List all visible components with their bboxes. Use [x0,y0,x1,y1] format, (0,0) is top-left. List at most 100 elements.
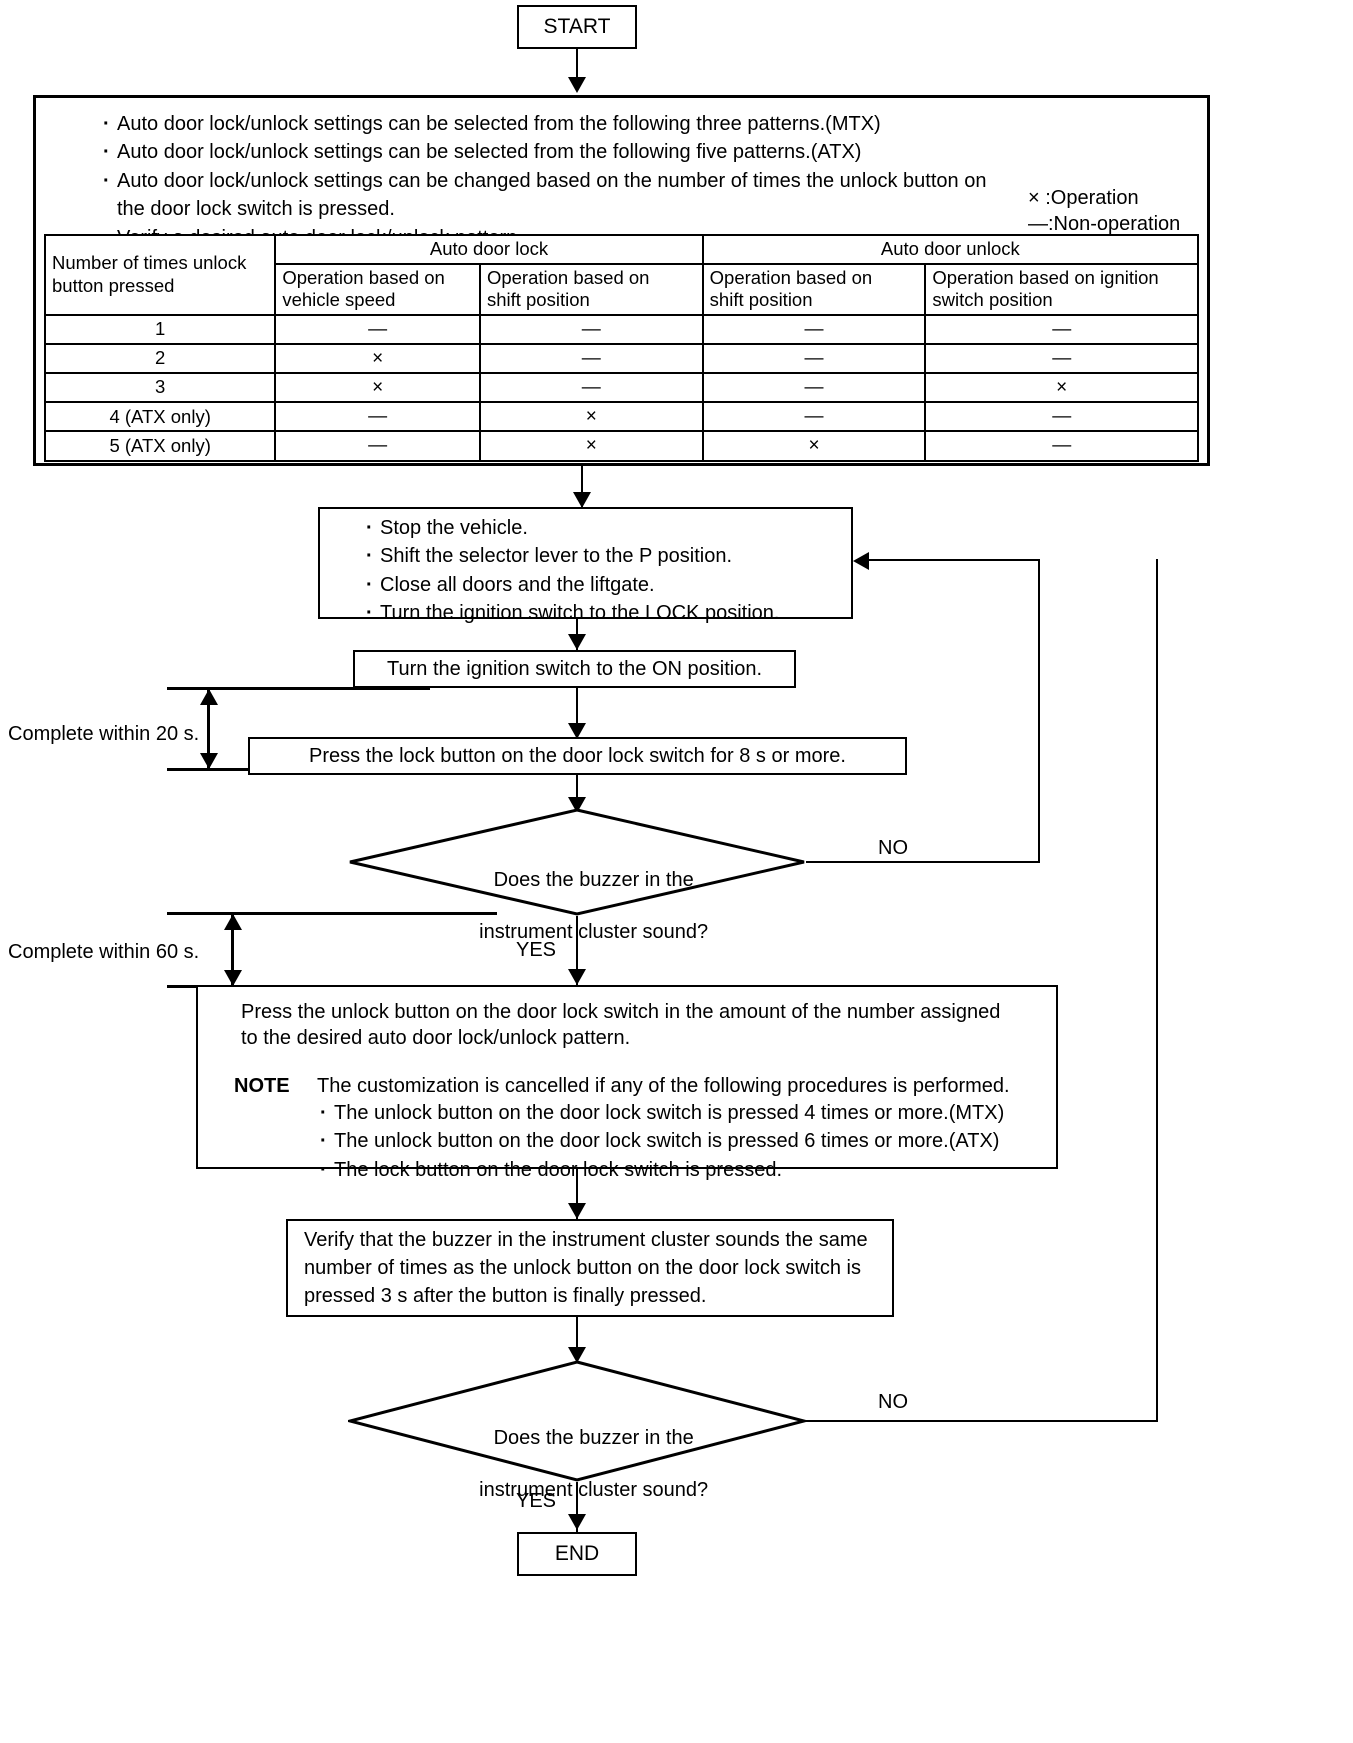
intro-bullet-list: Auto door lock/unlock settings can be se… [103,110,1103,252]
table-row: 4 (ATX only) — × — — [43,401,1199,433]
verify-line3: pressed 3 s after the button is finally … [304,1285,707,1307]
prepare-bullet-2: Shift the selector lever to the P positi… [380,545,733,568]
prepare-bullet-3: Close all doors and the liftgate. [380,573,655,596]
table-col-header-2: Operation based on shift position [478,262,704,316]
table-cell: — [924,430,1199,462]
table-cell: — [924,401,1199,433]
note-bullet-1: The unlock button on the door lock switc… [334,1102,1005,1124]
note-keyword: NOTE [234,1075,290,1097]
table-cell: — [274,313,481,345]
timer20-arrowhead-up [200,689,218,705]
table-header-row-1: Number of times unlock button pressed Au… [43,234,1200,316]
intro-bullet-3-cont: the door lock switch is pressed. [117,198,395,221]
table-cell: — [701,372,927,404]
table-cell: — [701,342,927,375]
decision1-no-line [806,861,1040,863]
decision1-no-riser [1038,559,1040,863]
decision-buzzer-1-text: Does the buzzer in the instrument cluste… [348,841,806,971]
table-cell: — [274,430,481,462]
decision1-no-label: NO [878,837,908,859]
table-row: 3 × — — × [43,372,1199,404]
table-row-header-label: Number of times unlock button pressed [52,252,247,296]
timer20-arrow-shaft [207,690,210,768]
table-cell: × [478,430,704,462]
connector-verify-to-decision2 [576,1317,578,1361]
arrowhead-decision2-to-end [568,1514,586,1530]
press-unlock-line2: to the desired auto door lock/unlock pat… [241,1027,631,1049]
connector-pressunlock-to-verify [576,1169,578,1220]
timer60-arrowhead-up [224,914,242,930]
end-terminal: END [517,1532,637,1576]
decision-buzzer-2-line2: instrument cluster sound? [479,1479,709,1501]
decision2-yes-label: YES [516,1490,557,1512]
connector-presslock-to-decision1 [576,775,578,810]
decision-buzzer-2: Does the buzzer in the instrument cluste… [348,1360,806,1501]
table-cell: × [701,430,927,462]
table-row-label: 4 (ATX only) [43,401,277,433]
table-col-header-3: Operation based on shift position [701,262,927,316]
table-cell: — [701,401,927,433]
decision2-no-riser [1156,559,1158,1421]
decision-buzzer-1-line2: instrument cluster sound? [479,921,709,943]
arrowhead-presslock-to-decision1 [568,797,586,813]
arrowhead-pressunlock-to-verify [568,1203,586,1219]
table-cell: × [274,372,481,404]
ignition-on-box: Turn the ignition switch to the ON posit… [353,650,796,688]
legend-operation: × :Operation [1028,187,1139,209]
timer60-top-rail [167,912,497,915]
note-lead-text: The customization is cancelled if any of… [317,1075,1010,1097]
timer20-label: Complete within 20 s. [8,723,200,745]
legend-non-operation: ―:Non-operation [1028,213,1181,235]
connector-intro-to-prepare [581,466,583,508]
connector-decision1-to-pressunlock [576,916,578,986]
decision-buzzer-2-line1: Does the buzzer in the [493,1427,694,1449]
end-label: END [554,1542,600,1565]
table-row-label: 2 [43,342,277,375]
verify-line1: Verify that the buzzer in the instrument… [304,1229,868,1251]
arrowhead-verify-to-decision2 [568,1347,586,1363]
timer20-top-rail [167,687,430,690]
table-row-label: 3 [43,372,277,404]
press-unlock-line1: Press the unlock button on the door lock… [241,1001,1001,1023]
start-label: START [543,15,611,38]
table-cell: × [924,372,1199,404]
table-col-header-4: Operation based on ignition switch posit… [924,262,1199,316]
connector-decision2-to-end [576,1482,578,1532]
table-row-label: 1 [43,313,277,345]
table-col-header-1: Operation based on vehicle speed [274,262,481,316]
arrowhead-prepare-to-ignition [568,634,586,650]
table-cell: × [274,342,481,375]
table-cell: — [478,342,704,375]
connector-start-to-intro [576,49,578,89]
timer60-arrowhead-down [224,970,242,986]
verify-line2: number of times as the unlock button on … [304,1257,861,1279]
table-cell: — [478,313,704,345]
timer20-arrowhead-down [200,753,218,769]
table-cell: — [924,313,1199,345]
arrowhead-intro-to-prepare [573,492,591,508]
press-lock-button-box: Press the lock button on the door lock s… [248,737,907,775]
table-cell: — [701,313,927,345]
table-group-header-unlock: Auto door unlock [701,234,1200,265]
table-cell: — [274,401,481,433]
prepare-bullet-4: Turn the ignition switch to the LOCK pos… [380,602,780,625]
start-terminal: START [517,5,637,49]
connector-ignition-to-presslock [576,688,578,740]
timer60-label: Complete within 60 s. [8,941,200,963]
table-row: 1 — — — — [43,313,1199,345]
decision-buzzer-1: Does the buzzer in the instrument cluste… [348,808,806,943]
timer60-arrow-shaft [231,915,234,985]
note-bullet-3: The lock button on the door lock switch … [334,1158,783,1181]
intro-bullet-1: Auto door lock/unlock settings can be se… [117,113,881,135]
decision-buzzer-1-line1: Does the buzzer in the [493,869,694,891]
table-cell: — [924,342,1199,375]
press-lock-button-text: Press the lock button on the door lock s… [309,744,846,767]
decision1-no-arrowhead [853,552,869,570]
timer20-bottom-rail [167,768,249,771]
intro-bullet-2: Auto door lock/unlock settings can be se… [117,141,862,164]
prepare-steps-list: Stop the vehicle. Shift the selector lev… [366,514,846,628]
decision2-no-label: NO [878,1391,908,1413]
table-row: 2 × — — — [43,342,1199,375]
table-group-header-lock: Auto door lock [274,234,704,265]
